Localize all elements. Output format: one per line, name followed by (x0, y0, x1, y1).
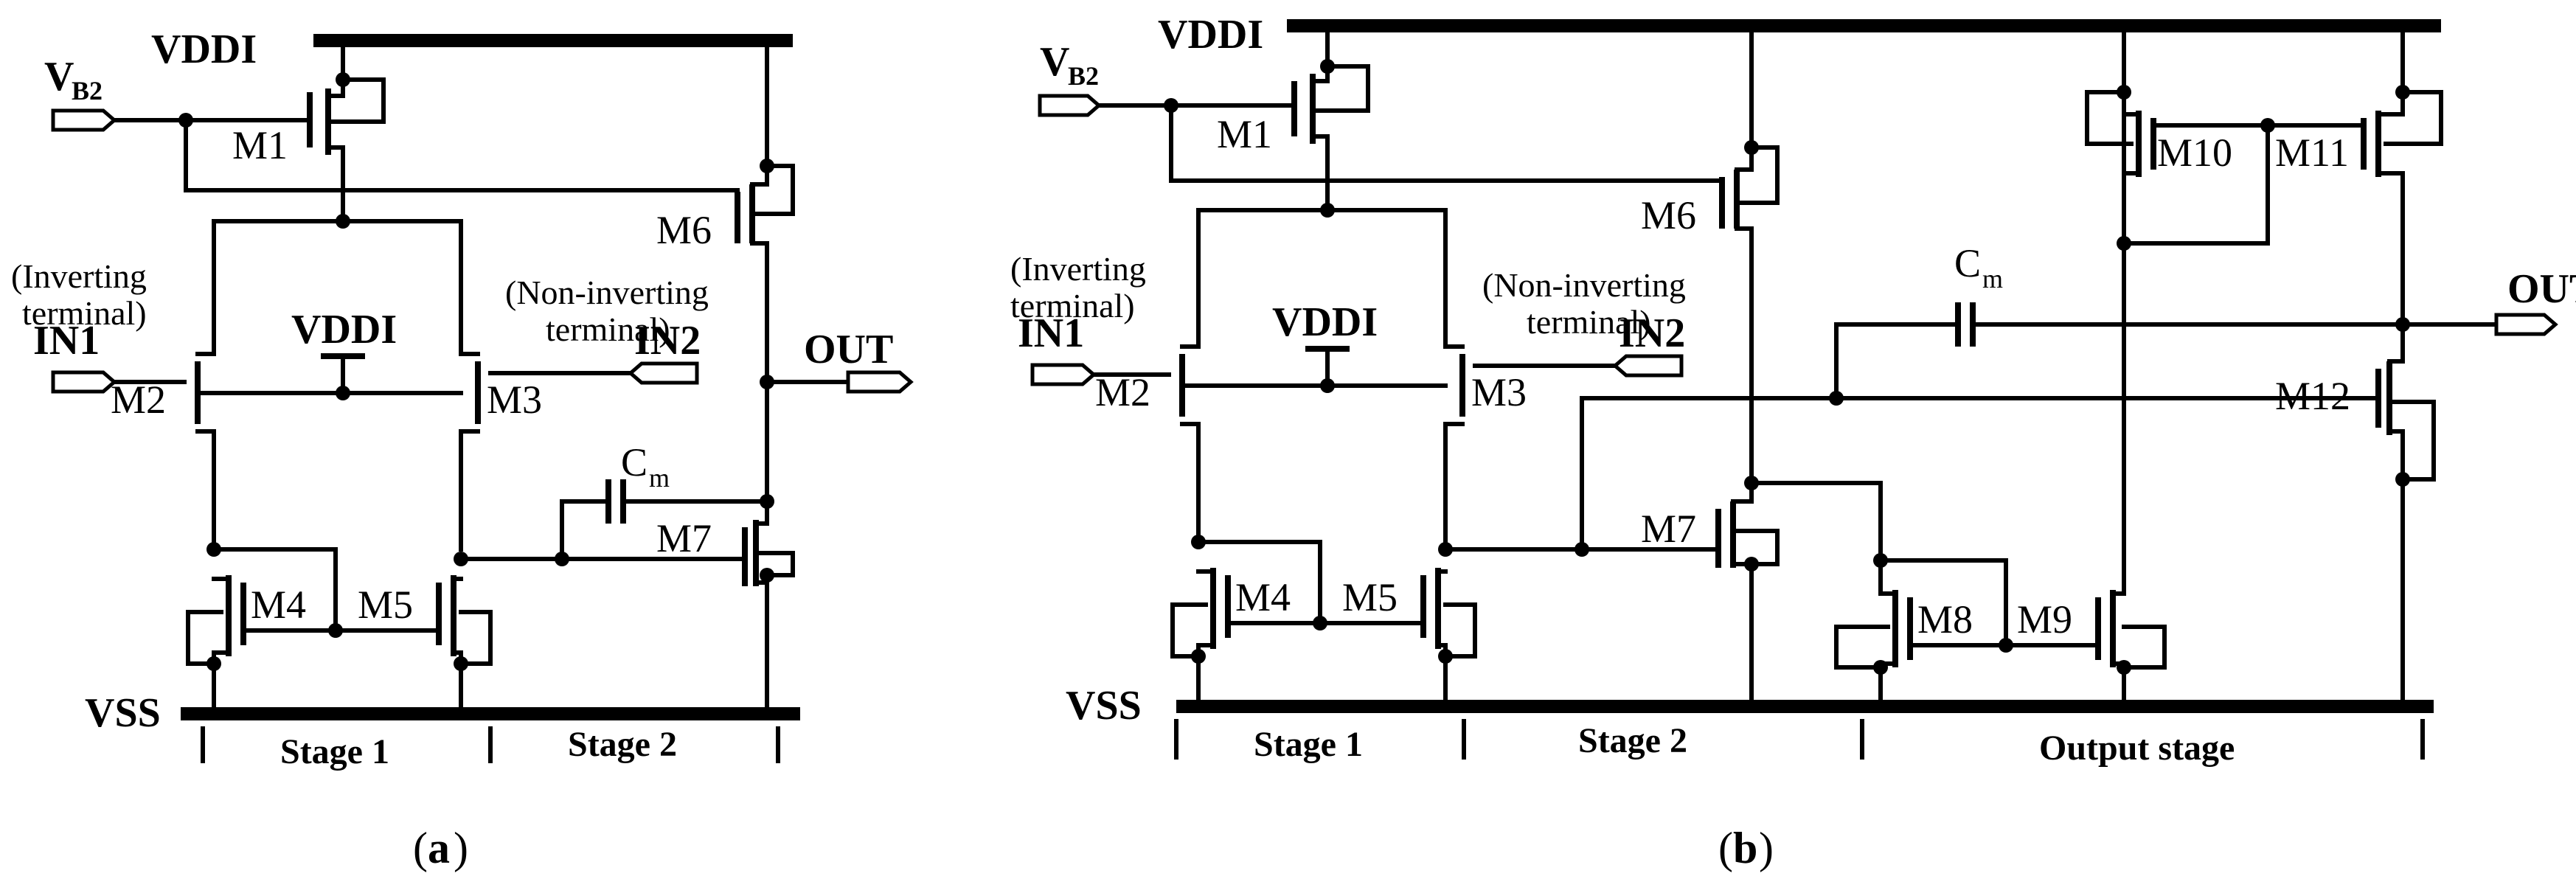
svg-text:(: ( (413, 824, 428, 872)
svg-text:C: C (621, 440, 648, 484)
svg-text:M9: M9 (2017, 597, 2072, 642)
transistor-m10-b: M10 (2085, 85, 2362, 177)
transistor-m3-a: M3 (459, 352, 542, 552)
capacitor-cm-b: C m (1954, 241, 2003, 347)
svg-text:terminal): terminal) (1010, 287, 1135, 324)
svg-text:terminal): terminal) (1527, 303, 1651, 341)
in2-pin-a: IN2 (Non-inverting terminal) (505, 274, 709, 385)
transistor-m6-a: M6 (656, 164, 795, 252)
svg-text:b: b (1733, 824, 1757, 872)
svg-text:OUT: OUT (804, 327, 893, 372)
capacitor-cm-a: C m (605, 440, 670, 524)
in1-pin-b: IN1 (Inverting terminal) (1010, 250, 1146, 386)
svg-text:m: m (1982, 264, 2003, 293)
panel-b: VDDI VSS V B2 M1 (1010, 12, 2576, 872)
svg-text:IN2: IN2 (634, 318, 701, 364)
transistor-m4-b: M4 (1170, 568, 1422, 709)
vss-label-b: VSS (1066, 683, 1142, 729)
transistor-m5-a: M5 (358, 575, 493, 716)
transistor-m9-b: M9 (2017, 590, 2167, 709)
svg-text:M1: M1 (1217, 112, 1272, 156)
svg-text:VDDI: VDDI (291, 307, 397, 352)
svg-text:M2: M2 (1095, 370, 1150, 414)
svg-text:M4: M4 (1235, 575, 1291, 619)
svg-text:(Inverting: (Inverting (1010, 250, 1146, 288)
vb2-pin-a: V B2 (44, 54, 117, 132)
svg-text:M3: M3 (1471, 370, 1527, 414)
svg-text:M12: M12 (2275, 374, 2350, 418)
transistor-m3-b: M3 (1443, 344, 1527, 552)
transistor-m7-a: M7 (656, 516, 795, 716)
transistor-m1-b: M1 (1217, 24, 1370, 212)
transistor-m8-b: M8 (1834, 558, 2097, 709)
out-pin-b: OUT (2494, 266, 2576, 336)
svg-text:IN1: IN1 (1018, 310, 1084, 356)
caption-a: ( a ) (413, 824, 468, 872)
stage1-label-b: Stage 1 (1254, 725, 1363, 764)
svg-text:m: m (649, 463, 670, 493)
svg-text:M5: M5 (358, 583, 413, 627)
svg-text:(: ( (1718, 824, 1733, 872)
svg-text:a: a (428, 824, 450, 872)
caption-b: ( b ) (1718, 824, 1774, 872)
stage2-label-b: Stage 2 (1578, 721, 1687, 760)
svg-text:B2: B2 (1068, 61, 1099, 91)
svg-text:B2: B2 (72, 76, 103, 105)
transistor-m7-b: M7 (1641, 499, 1780, 709)
svg-text:OUT: OUT (2507, 266, 2576, 312)
svg-text:M5: M5 (1342, 575, 1398, 619)
svg-text:M6: M6 (1641, 193, 1696, 237)
transistor-m2-a: M2 (111, 352, 463, 552)
svg-text:M1: M1 (232, 123, 288, 167)
vddi-mid-a: VDDI (291, 307, 397, 400)
svg-text:V: V (1040, 39, 1069, 85)
svg-text:IN2: IN2 (1619, 310, 1685, 356)
transistor-m4-a: M4 (186, 575, 437, 716)
svg-text:VDDI: VDDI (1272, 299, 1378, 345)
transistor-m2-b: M2 (1095, 344, 1448, 544)
transistor-m11-b: M11 (2275, 24, 2443, 177)
svg-text:M4: M4 (251, 583, 306, 627)
transistor-m5-b: M5 (1342, 568, 1477, 709)
svg-text:M11: M11 (2275, 131, 2349, 175)
vddi-mid-b: VDDI (1272, 299, 1378, 393)
svg-text:M7: M7 (656, 516, 712, 560)
svg-text:terminal): terminal) (22, 294, 147, 332)
vss-label-a: VSS (85, 690, 161, 736)
svg-text:M7: M7 (1641, 507, 1696, 551)
svg-text:): ) (454, 824, 468, 872)
svg-text:V: V (44, 54, 74, 100)
svg-text:M3: M3 (487, 378, 542, 422)
stage1-label-a: Stage 1 (280, 732, 389, 771)
svg-text:C: C (1954, 241, 1981, 285)
panel-a: VDDI VSS V B2 M1 (11, 27, 914, 872)
svg-text:M2: M2 (111, 378, 166, 422)
transistor-m12-b: M12 (2275, 359, 2436, 709)
vb2-pin-b: V B2 (1038, 39, 1102, 117)
svg-text:(Non-inverting: (Non-inverting (1482, 266, 1686, 304)
svg-text:(Inverting: (Inverting (11, 257, 147, 295)
vddi-label-b: VDDI (1158, 12, 1263, 58)
in1-pin-a: IN1 (Inverting terminal) (11, 257, 147, 394)
svg-text:IN1: IN1 (33, 318, 100, 364)
transistor-m1-a: M1 (232, 38, 386, 223)
transistor-m6-b: M6 (1641, 145, 1780, 237)
svg-text:M8: M8 (1917, 597, 1973, 642)
output-stage-label-b: Output stage (2039, 729, 2235, 768)
svg-text:M10: M10 (2157, 131, 2232, 175)
svg-text:terminal): terminal) (546, 310, 670, 348)
svg-text:(Non-inverting: (Non-inverting (505, 274, 709, 311)
svg-text:M6: M6 (656, 208, 712, 252)
out-pin-a: OUT (765, 327, 914, 394)
stage2-label-a: Stage 2 (568, 725, 677, 764)
in2-pin-b: IN2 (Non-inverting terminal) (1482, 266, 1686, 378)
svg-text:): ) (1759, 824, 1774, 872)
vddi-label-a: VDDI (151, 27, 257, 72)
